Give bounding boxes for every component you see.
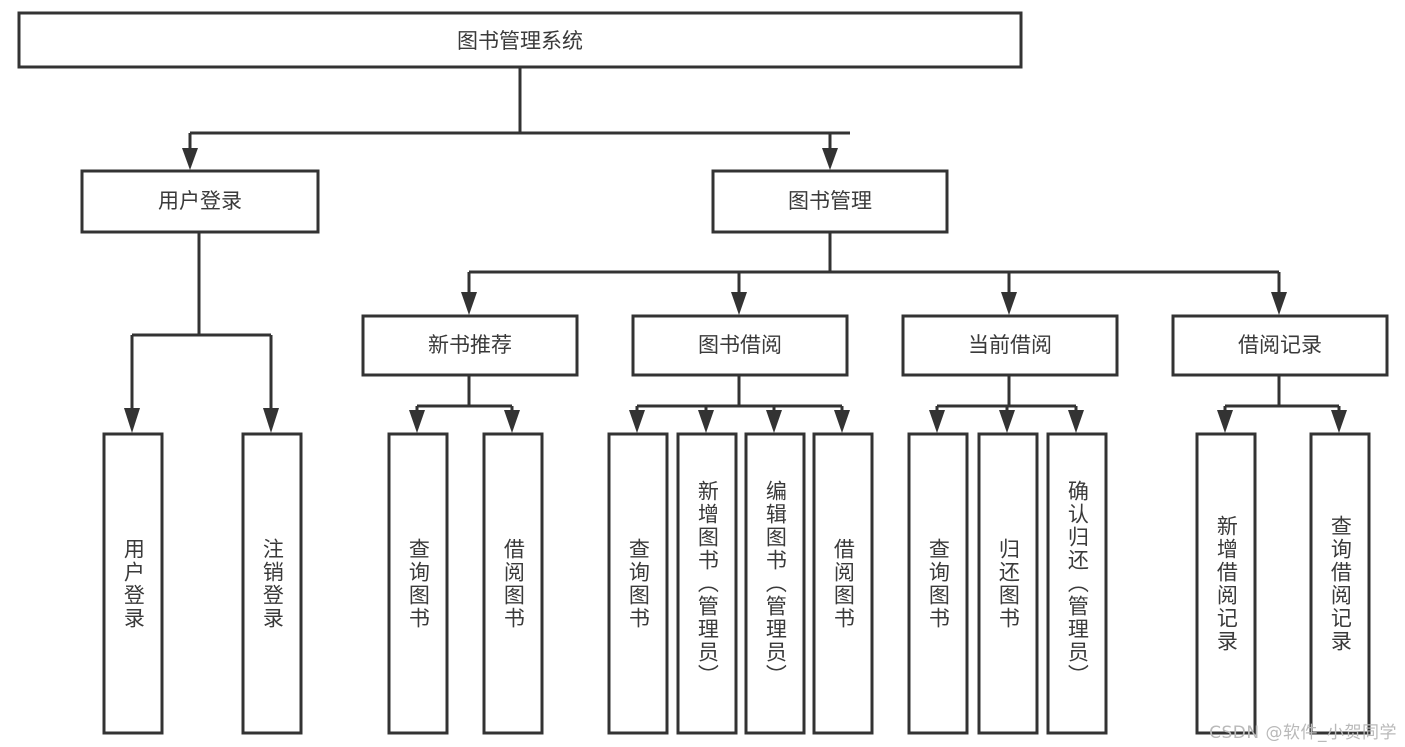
leaf-new-book-query[interactable] (387, 432, 449, 735)
connector-borrowrecord-to-leaves (1217, 376, 1347, 433)
leaf-book-borrow-borrow[interactable] (812, 432, 874, 735)
leaf-current-borrow-confirm[interactable] (1046, 432, 1108, 735)
node-user-login-label: 用户登录 (158, 189, 242, 213)
node-new-book-recommend-label: 新书推荐 (428, 333, 512, 357)
connector-userlogin-to-leaves (124, 233, 279, 433)
connector-newbook-to-leaves (409, 376, 520, 433)
node-new-book-recommend[interactable]: 新书推荐 (361, 314, 579, 377)
connector-currentborrow-to-leaves (929, 376, 1084, 433)
node-root-label: 图书管理系统 (457, 29, 583, 53)
node-user-login[interactable]: 用户登录 (80, 169, 320, 234)
node-borrow-record[interactable]: 借阅记录 (1171, 314, 1389, 377)
connector-bookmgmt-to-level3 (461, 233, 1287, 315)
leaf-new-book-borrow[interactable] (482, 432, 544, 735)
node-book-borrow[interactable]: 图书借阅 (631, 314, 849, 377)
leaf-book-borrow-edit[interactable] (744, 432, 806, 735)
node-borrow-record-label: 借阅记录 (1238, 333, 1322, 357)
leaf-borrow-record-add[interactable] (1195, 432, 1257, 735)
node-current-borrow[interactable]: 当前借阅 (901, 314, 1119, 377)
leaf-book-borrow-query[interactable] (607, 432, 669, 735)
leaf-book-borrow-add[interactable] (676, 432, 738, 735)
connector-bookborrow-to-leaves (629, 376, 850, 433)
leaf-current-borrow-query[interactable] (907, 432, 969, 735)
csdn-watermark: CSDN @软件_小贺同学 (1209, 723, 1397, 743)
leaf-borrow-record-query[interactable] (1309, 432, 1371, 735)
node-current-borrow-label: 当前借阅 (968, 333, 1052, 357)
leaf-current-borrow-return[interactable] (977, 432, 1039, 735)
leaf-user-login-logout[interactable] (241, 432, 303, 735)
node-book-management-label: 图书管理 (788, 189, 872, 213)
node-root-book-management-system[interactable]: 图书管理系统 (17, 11, 1023, 69)
node-book-management[interactable]: 图书管理 (711, 169, 949, 234)
leaf-user-login-login[interactable] (102, 432, 164, 735)
connector-root-to-level2 (182, 68, 850, 170)
node-book-borrow-label: 图书借阅 (698, 333, 782, 357)
